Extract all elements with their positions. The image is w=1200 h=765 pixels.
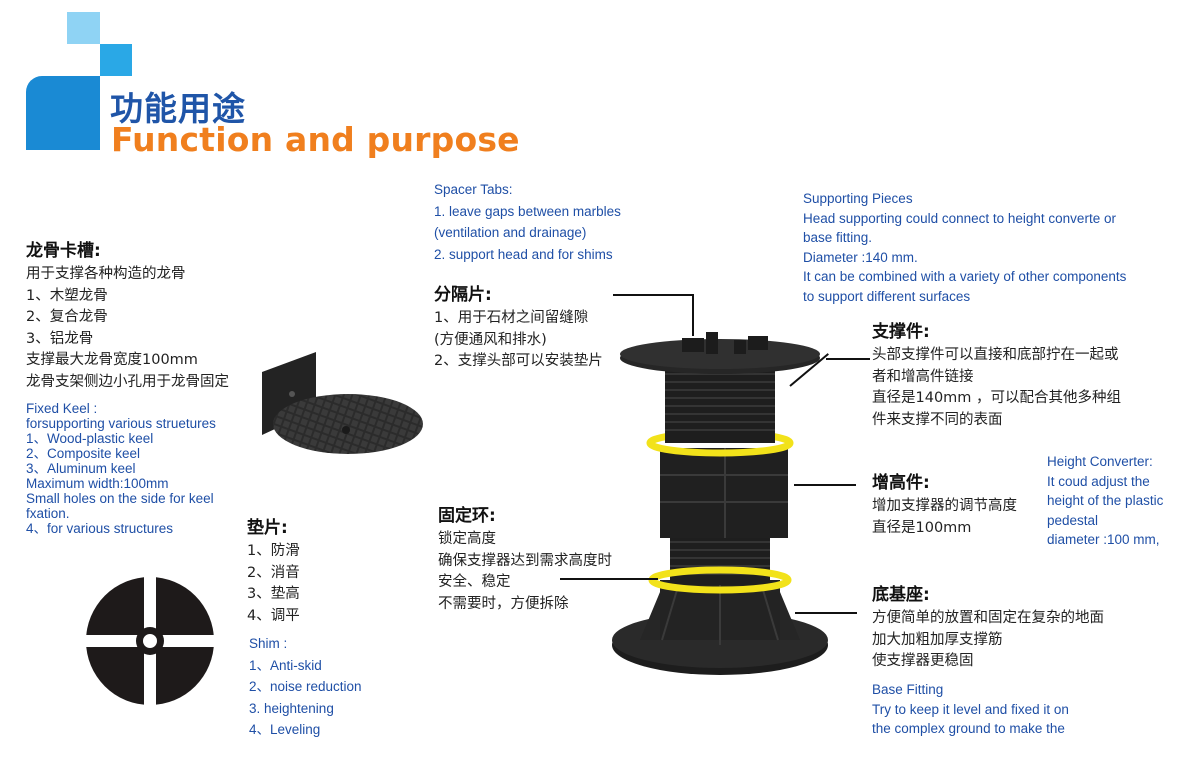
base-en-line: the complex ground to make the	[872, 721, 1065, 736]
supporting-section: 支撑件: 头部支撑件可以直接和底部拧在一起或 者和增高件链接 直径是140mm …	[872, 317, 1121, 431]
keel-en-line: forsupporting various struetures	[26, 416, 216, 431]
keel-line: 1、木塑龙骨	[26, 287, 108, 304]
page-title-cn: 功能用途	[110, 89, 246, 128]
keel-en-line: Maximum width:100mm	[26, 476, 169, 491]
pedestal-illustration	[612, 332, 828, 675]
shim-en-line: Shim :	[249, 636, 288, 651]
height-converter-en-line: It coud adjust the	[1047, 473, 1150, 489]
base-en-section: Base Fitting Try to keep it level and fi…	[872, 680, 1069, 739]
spacer-section: 分隔片: 1、用于石材之间留缝隙 (方便通风和排水) 2、支撑头部可以安装垫片	[434, 280, 603, 373]
spacer-en-line: Spacer Tabs:	[434, 182, 513, 197]
shim-en-section: Shim : 1、Anti-skid 2、noise reduction 3. …	[249, 633, 362, 741]
base-en-line: Try to keep it level and fixed it on	[872, 701, 1069, 717]
height-converter-section: 增高件: 增加支撑器的调节高度 直径是100mm	[872, 468, 1017, 539]
keel-title: 龙骨卡槽:	[26, 241, 101, 261]
shim-line: 1、防滑	[247, 543, 300, 559]
page-title-en: Function and purpose	[111, 120, 520, 159]
shim-en-line: 3. heightening	[249, 700, 334, 716]
base-line: 方便简单的放置和固定在复杂的地面	[872, 610, 1104, 626]
shim-en-line: 1、Anti-skid	[249, 657, 322, 673]
base-line: 使支撑器更稳固	[872, 653, 974, 669]
leader-line-spacer-vertical	[692, 294, 694, 336]
shim-line: 3、垫高	[247, 586, 300, 602]
spacer-en-section: Spacer Tabs: 1. leave gaps between marbl…	[434, 179, 621, 265]
leader-line-supporting	[826, 358, 870, 360]
keel-line: 用于支撑各种构造的龙骨	[26, 266, 186, 282]
shim-en-line: 4、Leveling	[249, 722, 321, 737]
logo-block-light	[67, 12, 100, 44]
spacer-title: 分隔片:	[434, 285, 492, 305]
keel-en-line: 3、Aluminum keel	[26, 461, 136, 476]
spacer-en-line: 2. support head and for shims	[434, 246, 613, 262]
height-converter-en-section: Height Converter: It coud adjust the hei…	[1047, 452, 1163, 550]
leader-line-spacer	[613, 294, 693, 296]
locking-ring-section: 固定环: 锁定高度 确保支撑器达到需求高度时 安全、稳定 不需要时，方便拆除	[438, 501, 612, 615]
locking-ring-line: 确保支撑器达到需求高度时	[438, 552, 612, 569]
leader-line-locking-ring	[560, 578, 658, 580]
supporting-en-line: base fitting.	[803, 230, 873, 245]
shim-line: 4、调平	[247, 607, 300, 624]
leader-line-base	[795, 612, 857, 614]
base-en-line: Base Fitting	[872, 682, 944, 697]
locking-ring-line: 不需要时，方便拆除	[438, 595, 569, 612]
keel-en-section: Fixed Keel : forsupporting various strue…	[26, 401, 216, 536]
spacer-line: 2、支撑头部可以安装垫片	[434, 353, 603, 369]
locking-ring-title: 固定环:	[438, 506, 496, 526]
shim-disk-image	[84, 575, 216, 707]
supporting-title: 支撑件:	[872, 322, 930, 342]
keel-en-line: 1、Wood-plastic keel	[26, 431, 154, 446]
keel-en-line: Small holes on the side for keel	[26, 491, 214, 506]
height-converter-line: 直径是100mm	[872, 519, 972, 536]
supporting-en-line: It can be combined with a variety of oth…	[803, 269, 1127, 284]
supporting-en-line: Supporting Pieces	[803, 191, 913, 206]
logo-block-mid	[100, 44, 132, 76]
keel-en-line: 2、Composite keel	[26, 446, 141, 461]
supporting-en-line: Diameter :140 mm.	[803, 249, 918, 265]
height-converter-en-line: Height Converter:	[1047, 454, 1153, 469]
supporting-line: 头部支撑件可以直接和底部拧在一起或	[872, 347, 1119, 363]
keel-line: 3、铝龙骨	[26, 330, 94, 347]
keel-line: 支撑最大龙骨宽度100mm	[26, 352, 198, 368]
spacer-en-line: 1. leave gaps between marbles	[434, 203, 621, 219]
spacer-en-line: (ventilation and drainage)	[434, 225, 587, 240]
height-converter-en-line: diameter :100 mm,	[1047, 532, 1160, 547]
keel-bracket-image	[262, 352, 423, 454]
height-converter-line: 增加支撑器的调节高度	[872, 498, 1017, 514]
logo-block-dark	[26, 76, 100, 150]
base-title: 底基座:	[872, 585, 930, 605]
spacer-line: (方便通风和排水)	[434, 331, 547, 348]
keel-line: 2、复合龙骨	[26, 309, 108, 325]
keel-line: 龙骨支架侧边小孔用于龙骨固定	[26, 373, 229, 390]
spacer-line: 1、用于石材之间留缝隙	[434, 310, 589, 326]
shim-section: 垫片: 1、防滑 2、消音 3、垫高 4、调平	[247, 513, 300, 627]
shim-en-line: 2、noise reduction	[249, 679, 362, 694]
supporting-line: 直径是140mm ，可以配合其他多种组	[872, 390, 1122, 406]
supporting-en-line: to support different surfaces	[803, 288, 971, 304]
shim-line: 2、消音	[247, 564, 300, 581]
locking-ring-line: 锁定高度	[438, 531, 496, 547]
height-converter-title: 增高件:	[872, 473, 930, 493]
base-section: 底基座: 方便简单的放置和固定在复杂的地面 加大加粗加厚支撑筋 使支撑器更稳固	[872, 580, 1104, 673]
supporting-line: 件来支撑不同的表面	[872, 411, 1003, 428]
shim-title: 垫片:	[247, 518, 288, 538]
leader-line-height-converter	[794, 484, 856, 486]
keel-en-line: fxation.	[26, 506, 70, 521]
supporting-en-line: Head supporting could connect to height …	[803, 210, 1116, 226]
height-converter-en-line: height of the plastic	[1047, 493, 1164, 508]
height-converter-en-line: pedestal	[1047, 512, 1099, 528]
base-line: 加大加粗加厚支撑筋	[872, 631, 1003, 648]
keel-section: 龙骨卡槽: 用于支撑各种构造的龙骨 1、木塑龙骨 2、复合龙骨 3、铝龙骨 支撑…	[26, 236, 229, 393]
keel-en-line: Fixed Keel :	[26, 401, 98, 416]
keel-en-line: 4、for various structures	[26, 521, 174, 536]
locking-ring-line: 安全、稳定	[438, 574, 511, 590]
supporting-en-section: Supporting Pieces Head supporting could …	[803, 189, 1126, 306]
supporting-line: 者和增高件链接	[872, 368, 974, 385]
